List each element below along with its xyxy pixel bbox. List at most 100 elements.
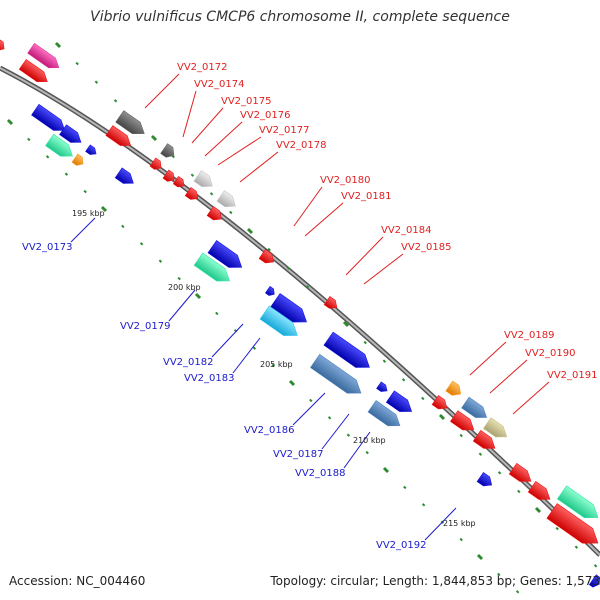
gene-label-forward: VV2_0181 [341, 191, 392, 202]
tick-marks [6, 41, 598, 594]
gene-label-forward: VV2_0189 [504, 330, 555, 341]
scale-label: 195 kbp [72, 209, 105, 218]
gene-arrow [527, 480, 551, 500]
leader-line [512, 381, 550, 415]
gene-arrow [367, 400, 401, 427]
leader-line [292, 392, 326, 426]
tick-mark [64, 172, 69, 176]
leader-line [345, 236, 384, 276]
gene-arrow [149, 157, 162, 170]
gene-arrow [258, 249, 275, 264]
gene-arrow [546, 503, 599, 544]
tick-mark [363, 340, 367, 345]
leader-line [239, 151, 279, 183]
accession-text: Accession: NC_004460 [9, 574, 146, 588]
gene-label-reverse: VV2_0183 [184, 373, 235, 384]
gene-arrow [172, 176, 185, 188]
scale-label: 210 kbp [353, 436, 386, 445]
gene-arrow [310, 353, 362, 394]
tick-mark [83, 189, 87, 194]
gene-arrow [270, 293, 307, 323]
tick-mark [365, 450, 369, 455]
gene-arrow [588, 574, 600, 588]
tick-mark [346, 433, 351, 437]
gene-arrow [265, 286, 275, 296]
leader-line [469, 341, 507, 376]
leader-line [343, 431, 371, 469]
tick-mark [209, 192, 214, 196]
gene-arrow [193, 252, 230, 282]
tick-mark [497, 471, 502, 475]
tick-mark [267, 247, 271, 252]
leader-line [217, 136, 262, 166]
tick-mark [6, 118, 14, 126]
gene-arrow [508, 462, 532, 482]
gene-label-forward: VV2_0190 [525, 348, 576, 359]
leader-line [211, 323, 244, 358]
gene-label-forward: VV2_0177 [259, 125, 310, 136]
gene-arrow [323, 296, 338, 309]
gene-arrow [18, 59, 48, 83]
topology-text: Topology: circular; Length: 1,844,853 bp… [270, 574, 600, 588]
tick-mark [121, 224, 125, 229]
gene-label-reverse: VV2_0179 [120, 321, 171, 332]
tick-mark [497, 572, 501, 577]
leader-line [182, 90, 197, 138]
gene-arrow [71, 153, 84, 166]
tick-mark [139, 242, 144, 246]
gene-label-forward: VV2_0178 [276, 140, 327, 151]
gene-features [0, 38, 600, 588]
tick-mark [327, 416, 332, 420]
tick-mark [534, 506, 542, 514]
tick-mark [252, 346, 257, 350]
tick-mark [45, 155, 50, 159]
tick-mark [246, 227, 254, 235]
tick-mark [150, 134, 158, 142]
tick-mark [517, 489, 521, 494]
gene-arrow [431, 395, 448, 410]
tick-mark [286, 266, 291, 270]
tick-mark [438, 413, 446, 421]
tick-mark [459, 433, 463, 438]
leader-line [191, 107, 224, 144]
leader-line [363, 253, 404, 285]
gene-arrow [59, 124, 82, 143]
gene-label-reverse: VV2_0182 [163, 357, 214, 368]
gene-arrow [114, 167, 134, 184]
tick-mark [555, 526, 559, 531]
gene-labels: VV2_0172VV2_0174VV2_0175VV2_0176VV2_0177… [22, 62, 598, 551]
tick-mark [478, 452, 483, 456]
tick-mark [94, 80, 99, 84]
tick-mark [177, 276, 181, 281]
tick-mark [194, 292, 202, 300]
gene-arrow [115, 110, 145, 135]
gene-label-forward: VV2_0172 [177, 62, 228, 73]
tick-mark [421, 396, 425, 401]
tick-mark [100, 205, 108, 213]
gene-arrow [45, 133, 73, 157]
gene-arrow [461, 396, 488, 418]
tick-mark [459, 537, 463, 542]
gene-arrow [85, 144, 97, 155]
tick-mark [574, 545, 579, 549]
tick-mark [421, 503, 426, 507]
tick-mark [271, 363, 275, 368]
leader-line [168, 289, 196, 322]
leader-line [293, 186, 323, 227]
gene-arrow [105, 125, 132, 146]
gene-label-forward: VV2_0176 [240, 110, 291, 121]
chromosome-backbone-highlight [0, 67, 600, 556]
leader-line [489, 359, 528, 394]
gene-arrow [184, 187, 199, 200]
gene-arrow [207, 240, 243, 268]
tick-mark [113, 99, 118, 103]
tick-mark [476, 553, 484, 561]
tick-mark [401, 378, 406, 382]
tick-mark [309, 398, 313, 403]
scale-label: 205 kbp [260, 360, 293, 369]
tick-mark [342, 320, 350, 328]
gene-label-reverse: VV2_0192 [376, 540, 427, 551]
scale-label: 200 kbp [168, 283, 201, 292]
leader-line [304, 202, 344, 237]
